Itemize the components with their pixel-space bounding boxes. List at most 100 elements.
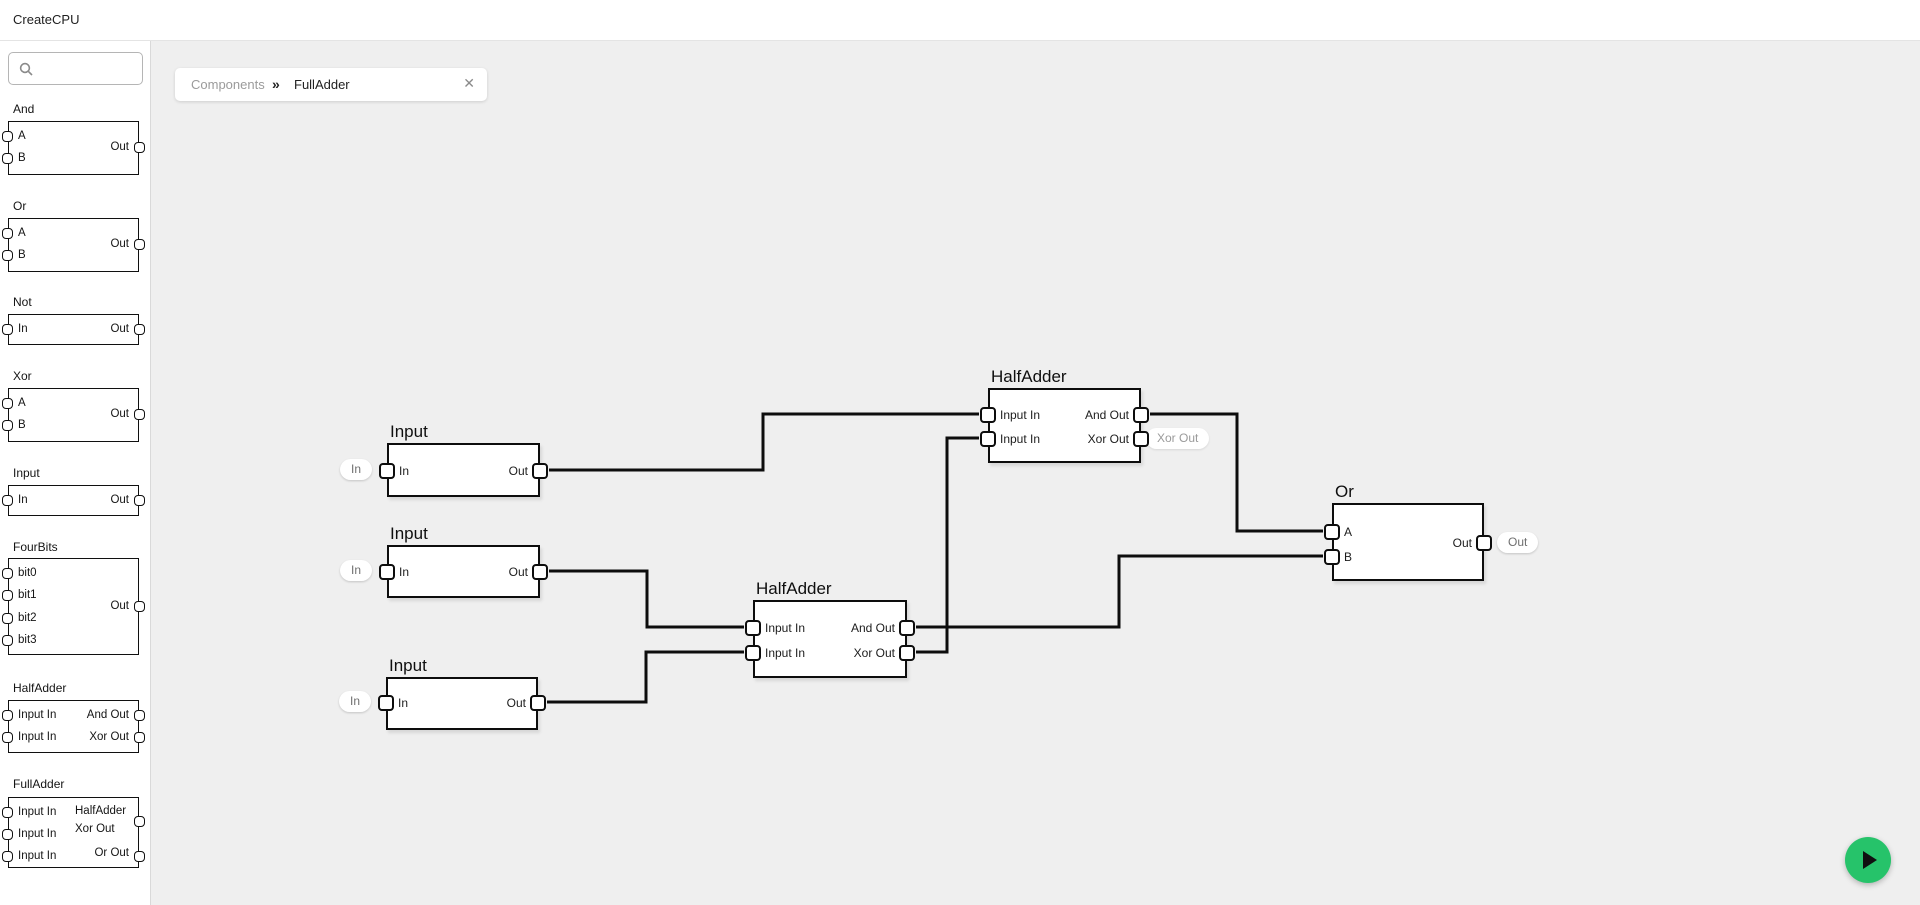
port-out[interactable]: [1476, 535, 1492, 551]
port-and-out[interactable]: [899, 620, 915, 636]
port-label: In: [18, 323, 28, 335]
port-input-in-1: [2, 710, 13, 721]
wire[interactable]: [549, 412, 979, 472]
port-label: Input In: [18, 828, 57, 840]
port-label: Out: [110, 323, 129, 335]
port-out[interactable]: [532, 564, 548, 580]
port-label: B: [18, 249, 26, 261]
port-label: And Out: [850, 621, 895, 635]
wire[interactable]: [547, 650, 744, 704]
port-in[interactable]: [379, 564, 395, 580]
node-halfadder-top[interactable]: HalfAdder Input In Input In And Out Xor …: [980, 367, 1149, 463]
wire[interactable]: [916, 436, 979, 654]
port-and-out: [134, 710, 145, 721]
port-label: Out: [1452, 536, 1472, 550]
port-and-out[interactable]: [1133, 407, 1149, 423]
tab-fulladder[interactable]: Components » FullAdder ✕: [175, 68, 487, 101]
wire[interactable]: [1150, 412, 1323, 533]
port-input-in-2[interactable]: [745, 645, 761, 661]
port-xor-out[interactable]: [1133, 431, 1149, 447]
node-or[interactable]: Or A B Out: [1324, 482, 1492, 581]
port-label: Xor Out: [1087, 432, 1129, 446]
port-label: bit2: [18, 612, 37, 624]
component-search-input[interactable]: [39, 56, 141, 83]
port-input-in-1[interactable]: [745, 620, 761, 636]
port-xor-out[interactable]: [899, 645, 915, 661]
port-out: [134, 324, 145, 335]
wire[interactable]: [549, 569, 744, 629]
port-label: B: [18, 419, 26, 431]
port-out: [134, 409, 145, 420]
port-input-in-2[interactable]: [980, 431, 996, 447]
sidebar-component-fulladder[interactable]: Input In Input In Input In HalfAdder Xor…: [2, 797, 145, 868]
component-search-box[interactable]: [8, 52, 143, 85]
component-label-halfadder: HalfAdder: [13, 681, 67, 695]
search-icon: [19, 62, 33, 76]
sidebar-component-xor[interactable]: A B Out: [2, 388, 145, 442]
port-label: Out: [110, 141, 129, 153]
port-out[interactable]: [530, 695, 546, 711]
port-label: Out: [110, 600, 129, 612]
port-in[interactable]: [379, 463, 395, 479]
port-input-in-1: [2, 807, 13, 818]
port-in-a[interactable]: [1324, 524, 1340, 540]
port-out: [134, 601, 145, 612]
port-label: Input In: [765, 646, 806, 660]
port-out: [134, 239, 145, 250]
port-xor-out: [134, 732, 145, 743]
sidebar-component-halfadder[interactable]: Input In Input In And Out Xor Out: [2, 700, 145, 753]
node-input-3[interactable]: Input In Out: [378, 656, 546, 730]
sidebar-component-not[interactable]: In Out: [2, 314, 145, 345]
external-input-badge[interactable]: In: [339, 691, 372, 712]
port-label: In: [399, 565, 410, 579]
port-label: Input In: [18, 850, 57, 862]
port-label: Input In: [765, 621, 806, 635]
run-button[interactable]: [1845, 837, 1891, 883]
port-bit1: [2, 590, 13, 601]
port-label: A: [1344, 525, 1353, 539]
port-label: Out: [110, 408, 129, 420]
port-label: bit1: [18, 589, 37, 601]
sidebar-component-or[interactable]: A B Out: [2, 218, 145, 272]
wire[interactable]: [916, 554, 1323, 629]
port-bit3: [2, 635, 13, 646]
port-label: Xor Out: [89, 731, 129, 743]
close-icon[interactable]: ✕: [463, 75, 475, 91]
port-or-out: [134, 851, 145, 862]
sidebar-component-input[interactable]: In Out: [2, 485, 145, 516]
sidebar-component-and[interactable]: A B Out: [2, 121, 145, 175]
port-in-b: [2, 250, 13, 261]
port-label: Out: [506, 696, 526, 710]
component-sidebar: And A B Out Or A B Out Not In Out Xo: [0, 41, 151, 905]
component-label-and: And: [13, 102, 35, 116]
port-label: In: [398, 696, 409, 710]
port-in-a: [2, 228, 13, 239]
port-input-in-1[interactable]: [980, 407, 996, 423]
app-header: CreateCPU: [0, 0, 1920, 41]
port-input-in-2: [2, 732, 13, 743]
external-input-badge[interactable]: In: [340, 560, 373, 581]
node-title: Or: [1335, 482, 1354, 501]
port-label: Input In: [1000, 432, 1041, 446]
port-in-b[interactable]: [1324, 549, 1340, 565]
node-halfadder-bottom[interactable]: HalfAdder Input In Input In And Out Xor …: [745, 579, 915, 678]
port-out[interactable]: [532, 463, 548, 479]
node-input-1[interactable]: Input In Out: [379, 422, 548, 497]
port-bit2: [2, 613, 13, 624]
external-output-badge[interactable]: Out: [1497, 532, 1539, 553]
external-input-badge[interactable]: In: [340, 459, 373, 480]
port-in[interactable]: [378, 695, 394, 711]
port-label: Out: [508, 565, 528, 579]
port-label: Input In: [18, 806, 57, 818]
app-title: CreateCPU: [13, 12, 80, 27]
port-bit0: [2, 568, 13, 579]
port-in-b: [2, 153, 13, 164]
port-label: B: [18, 152, 26, 164]
port-input-in-2: [2, 829, 13, 840]
port-input-in-3: [2, 851, 13, 862]
node-title: HalfAdder: [991, 367, 1067, 386]
sidebar-component-fourbits[interactable]: bit0 bit1 bit2 bit3 Out: [2, 558, 145, 655]
node-input-2[interactable]: Input In Out: [379, 524, 548, 598]
port-label: Out: [110, 494, 129, 506]
